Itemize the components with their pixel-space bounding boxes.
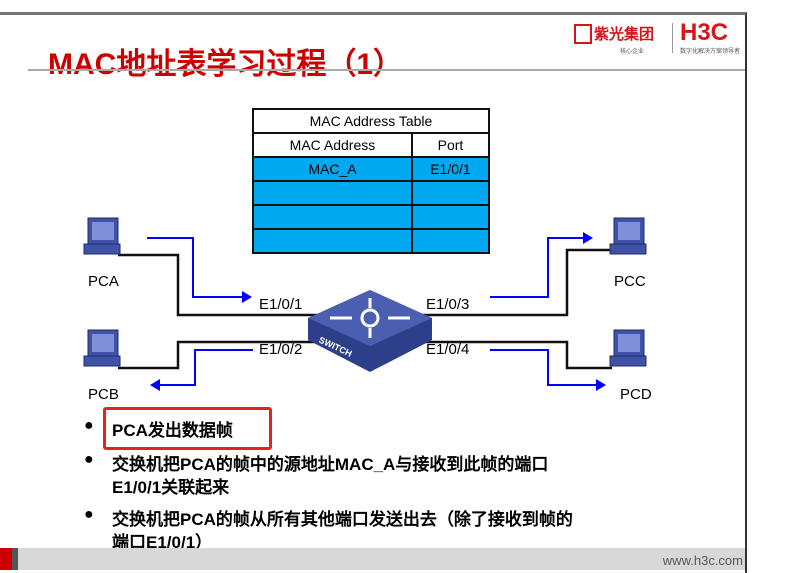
footer-url: www.h3c.com (662, 553, 743, 568)
arrow-pcc-out (490, 237, 585, 298)
bullet-text: PCA发出数据帧 (112, 421, 233, 440)
cell: E1/0/1 (410, 156, 491, 182)
highlight-box (103, 407, 272, 450)
table-row (252, 228, 491, 254)
cell (410, 180, 491, 206)
slide-title: MAC地址表学习过程（1） (48, 48, 404, 81)
h3c-logo: 紫光集团 H3C 核心企业 数字化解决方案领导者 (572, 19, 742, 59)
cell (410, 204, 491, 230)
bullet-text: 端口E1/0/1） (112, 533, 213, 552)
footer-accent (12, 548, 18, 570)
host-label-pcd: PCD (620, 386, 652, 403)
host-label-pca: PCA (88, 273, 119, 290)
cell (252, 204, 413, 230)
logo-tagline-right: 数字化解决方案领导者 (680, 49, 741, 55)
arrow-pca-in (147, 237, 245, 298)
arrowhead (583, 232, 593, 244)
table-row (252, 180, 491, 206)
arrowhead (242, 291, 252, 303)
bullet-icon: ● (84, 417, 94, 434)
bullet-text: 交换机把PCA的帧从所有其他端口发送出去（除了接收到帧的 (112, 510, 573, 529)
slide: MAC地址表学习过程（1） 紫光集团 H3C 核心企业 数字化解决方案领导者 (0, 12, 747, 573)
cell (252, 228, 413, 254)
cell: MAC_A (252, 156, 413, 182)
logo-divider (672, 23, 673, 53)
column-header: Port (410, 132, 491, 158)
port-label: E1/0/3 (426, 296, 470, 313)
footer-bar: www.h3c.com (0, 548, 745, 570)
table-title: MAC Address Table (252, 108, 490, 134)
link-pcd (420, 340, 612, 370)
arrowhead (596, 379, 606, 391)
bullet-icon: ● (84, 506, 94, 523)
switch-icon: SWITCH (308, 290, 432, 372)
port-label: E1/0/1 (259, 296, 303, 313)
title-divider (28, 69, 745, 71)
logo-brand-en: H3C (680, 19, 729, 46)
link-pcc (420, 248, 612, 317)
arrow-pcb-out (158, 349, 253, 386)
unisplendour-logo-icon (574, 24, 592, 44)
arrowhead (150, 379, 160, 391)
cell (252, 180, 413, 206)
logo-tagline-left: 核心企业 (620, 49, 645, 55)
port-label: E1/0/2 (259, 341, 303, 358)
host-label-pcc: PCC (614, 273, 646, 290)
link-pcb (118, 340, 330, 370)
host-label-pcb: PCB (88, 386, 119, 403)
column-header: MAC Address (252, 132, 413, 158)
bullet-icon: ● (84, 451, 94, 468)
table-row (252, 204, 491, 230)
footer-accent (0, 548, 12, 570)
arrow-pcd-out (490, 349, 598, 386)
bullet-text: E1/0/1关联起来 (112, 478, 230, 497)
bullet-text: 交换机把PCA的帧中的源地址MAC_A与接收到此帧的端口 (112, 455, 549, 474)
cell (410, 228, 491, 254)
link-pca (118, 253, 330, 317)
port-label: E1/0/4 (426, 341, 470, 358)
logo-brand-cn: 紫光集团 (594, 26, 655, 43)
